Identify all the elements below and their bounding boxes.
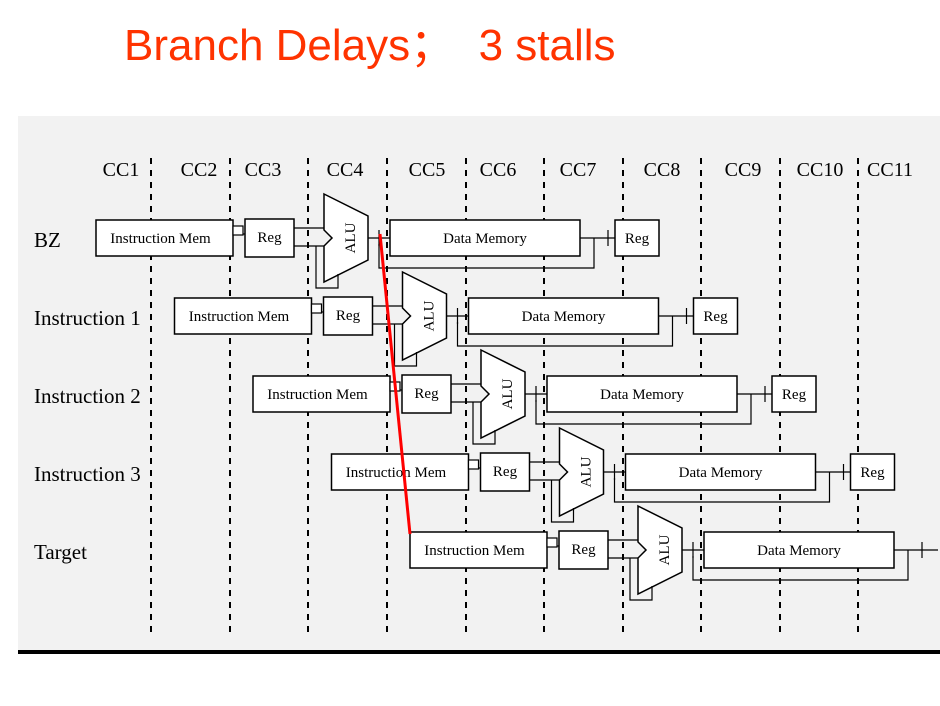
data-memory-box-bz [389,219,581,257]
instruction-mem-label-instruction-1: Instruction Mem [189,309,290,325]
dm-loop-wire-target [692,550,909,581]
row-label-instruction-2: Instruction 2 [34,384,141,408]
reg-read-label-instruction-3: Reg [493,464,518,480]
alu-shape-bz [323,192,369,284]
reg-read-label-instruction-1: Reg [336,308,361,324]
pipeline-latch-target [546,537,558,548]
reg-read-label-target: Reg [571,542,596,558]
reg-read-label-instruction-2: Reg [414,386,439,402]
cc-label-1: CC1 [103,159,140,181]
alu-label-target: ALU [657,534,673,565]
reg-write-label-instruction-3: Reg [860,465,885,481]
cc-label-4: CC4 [327,159,364,181]
row-label-instruction-3: Instruction 3 [34,462,141,486]
slide-title: Branch Delays； 3 stalls [124,21,616,70]
reg-read-box-instruction-2 [401,374,452,414]
instruction-mem-label-bz: Instruction Mem [110,231,211,247]
branch-resolution-line [378,233,412,535]
alu-bypass-wire-instruction-1 [393,324,418,367]
data-memory-label-target: Data Memory [757,543,841,559]
pipeline-latch-instruction-3 [467,459,480,470]
instruction-mem-box-bz [95,219,234,257]
alu-shape-instruction-1 [401,270,448,362]
alu-bypass-wire-target [629,558,653,601]
cc-label-9: CC9 [725,159,762,181]
reg-write-label-instruction-1: Reg [703,309,728,325]
cc-label-10: CC10 [797,159,844,181]
data-memory-box-instruction-1 [467,297,660,335]
alu-shape-instruction-2 [480,348,526,440]
alu-shape-instruction-3 [558,426,605,518]
dm-loop-wire-instruction-1 [456,316,674,347]
instruction-mem-label-instruction-2: Instruction Mem [267,387,368,403]
reg-write-label-bz: Reg [625,231,650,247]
cc-label-11: CC11 [867,159,913,181]
cc-label-8: CC8 [644,159,681,181]
instruction-mem-box-instruction-3 [330,453,470,491]
reg-write-label-instruction-2: Reg [782,387,807,403]
alu-label-bz: ALU [343,222,359,253]
instruction-mem-label-instruction-3: Instruction Mem [346,465,447,481]
reg-read-label-bz: Reg [257,230,282,246]
instruction-mem-label-target: Instruction Mem [424,543,525,559]
alu-label-instruction-1: ALU [422,300,438,331]
dm-loop-wire-instruction-3 [613,472,831,503]
dm-loop-wire-bz [378,238,595,269]
cc-label-3: CC3 [245,159,282,181]
alu-shape-target [637,504,683,596]
alu-label-instruction-2: ALU [500,378,516,409]
alu-bypass-wire-instruction-3 [550,480,575,523]
dm-loop-wire-instruction-2 [535,394,752,425]
cc-label-6: CC6 [480,159,517,181]
row-label-bz: BZ [34,228,61,252]
alu-bypass-wire-instruction-2 [472,402,496,445]
cc-label-7: CC7 [560,159,597,181]
reg-write-box-instruction-1 [692,297,739,335]
pipeline-latch-bz [232,225,244,236]
reg-read-box-bz [244,218,295,258]
instruction-mem-box-target [409,531,548,569]
row-label-target: Target [34,540,87,564]
reg-write-box-instruction-3 [849,453,896,491]
cc-label-5: CC5 [409,159,446,181]
alu-bypass-wire-bz [315,246,339,289]
reg-read-box-target [558,530,609,570]
cc-label-2: CC2 [181,159,218,181]
data-memory-label-instruction-2: Data Memory [600,387,684,403]
reg-read-box-instruction-1 [322,296,374,336]
instruction-mem-box-instruction-2 [252,375,391,413]
data-memory-label-instruction-3: Data Memory [679,465,763,481]
alu-label-instruction-3: ALU [579,456,595,487]
pipeline-latch-instruction-1 [310,303,323,314]
instruction-mem-box-instruction-1 [173,297,313,335]
reg-read-box-instruction-3 [479,452,531,492]
row-label-instruction-1: Instruction 1 [34,306,141,330]
data-memory-label-bz: Data Memory [443,231,527,247]
reg-write-box-bz [614,219,660,257]
reg-write-box-instruction-2 [771,375,817,413]
data-memory-box-instruction-3 [624,453,817,491]
data-memory-box-instruction-2 [546,375,738,413]
data-memory-label-instruction-1: Data Memory [522,309,606,325]
